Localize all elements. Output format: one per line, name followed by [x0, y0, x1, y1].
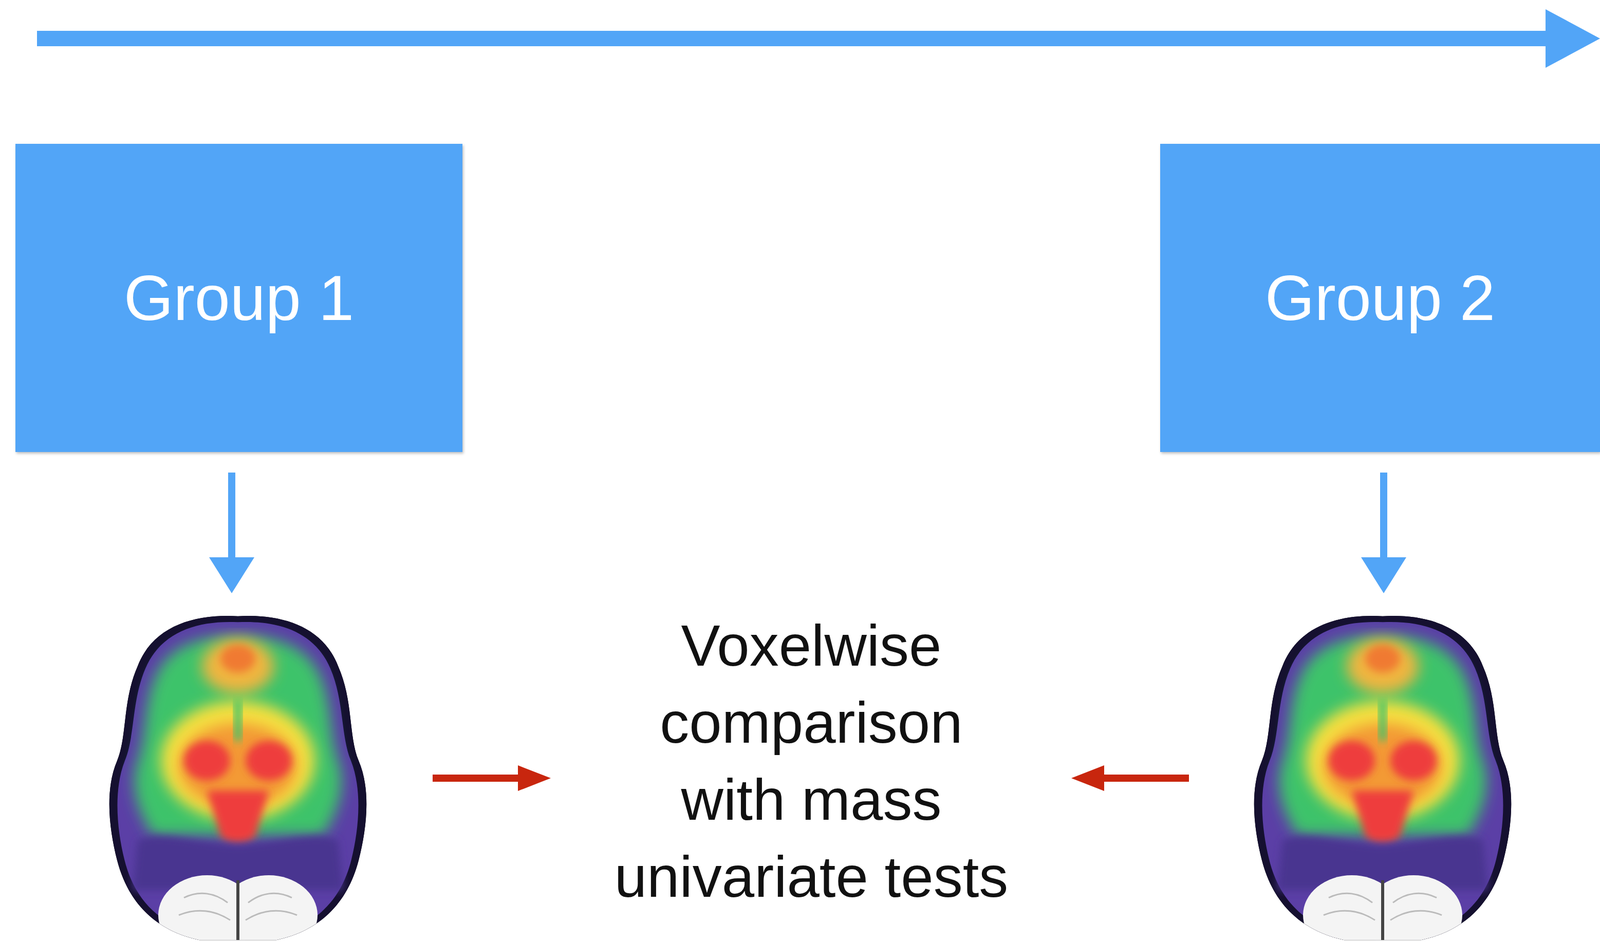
group-box: Group 1 [15, 143, 463, 453]
group-box: Group 2 [1160, 143, 1600, 453]
down-arrow [209, 472, 255, 594]
method-note: Voxelwise comparison with mass univariat… [607, 607, 1016, 916]
timeline-arrow [36, 9, 1600, 68]
box-title: Group 2 [1264, 261, 1496, 335]
red-arrow [1071, 765, 1189, 792]
box-title: Group 1 [123, 261, 355, 335]
red-arrow [432, 765, 551, 792]
down-arrow [1361, 472, 1407, 594]
brain-map [1246, 611, 1519, 942]
brain-map [101, 611, 375, 942]
